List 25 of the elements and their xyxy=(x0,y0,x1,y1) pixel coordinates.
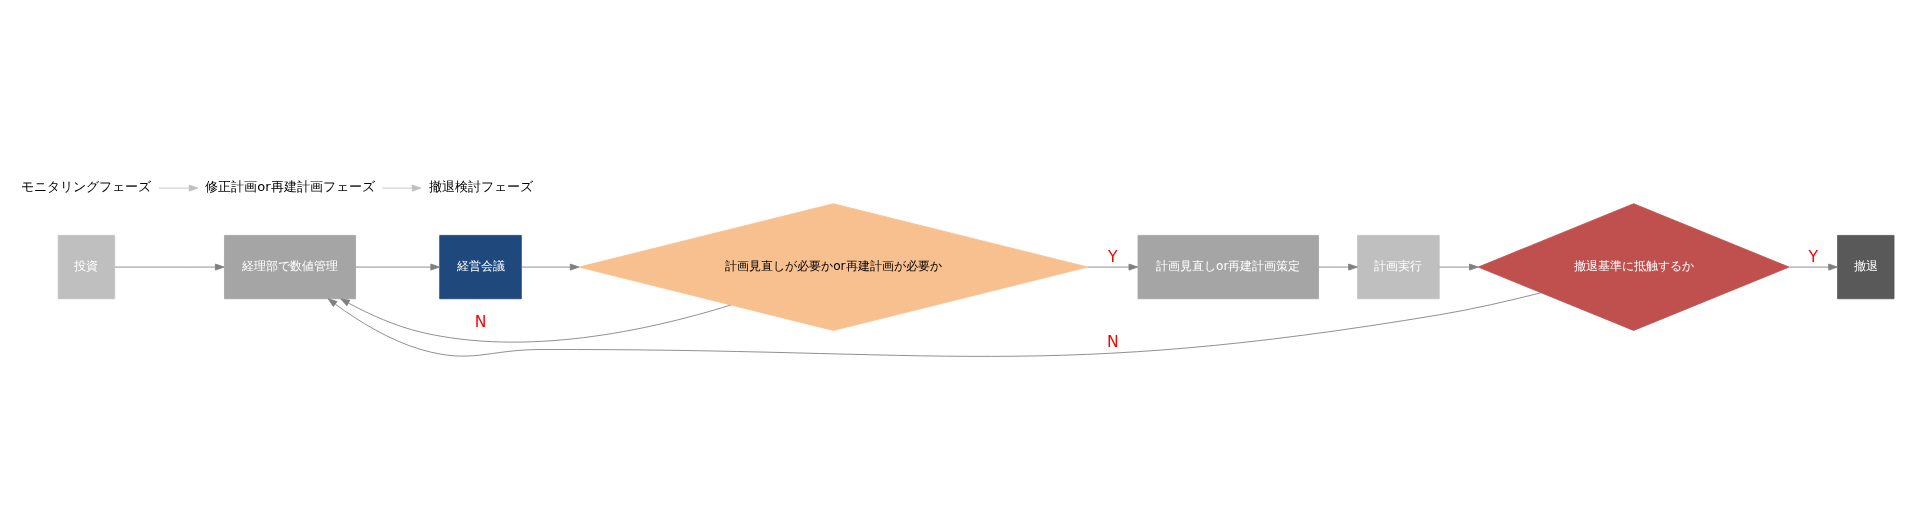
arrow xyxy=(355,263,440,271)
node-box: 撤退 xyxy=(1837,234,1895,300)
node-text: 撤退検討フェーズ xyxy=(428,179,533,195)
node-box: 計画見直しor再建計画策定 xyxy=(1137,234,1319,300)
edge-label: N xyxy=(1107,333,1119,352)
arrow xyxy=(327,292,1542,357)
arrow xyxy=(1788,263,1838,271)
node-box: 経理部で数値管理 xyxy=(224,234,356,300)
edge-label: N xyxy=(474,313,487,332)
node-box: 経営会議 xyxy=(439,234,522,300)
edge-label: Y xyxy=(1808,248,1819,267)
arrow xyxy=(520,263,580,271)
node-diamond: 撤退基準に抵触するか xyxy=(1477,203,1790,331)
arrow xyxy=(1438,263,1479,271)
arrow xyxy=(114,263,225,271)
arrow xyxy=(340,298,732,343)
node-text: 修正計画or再建計画フェーズ xyxy=(205,179,375,195)
arrow xyxy=(381,184,422,192)
node-box: 投資 xyxy=(57,234,116,300)
arrow xyxy=(158,184,199,192)
edge-label: Y xyxy=(1108,248,1118,267)
node-text: モニタリングフェーズ xyxy=(21,179,152,195)
arrow xyxy=(1087,263,1139,271)
arrow xyxy=(1318,263,1358,271)
node-diamond: 計画見直しが必要かor再建計画が必要か xyxy=(578,203,1089,331)
